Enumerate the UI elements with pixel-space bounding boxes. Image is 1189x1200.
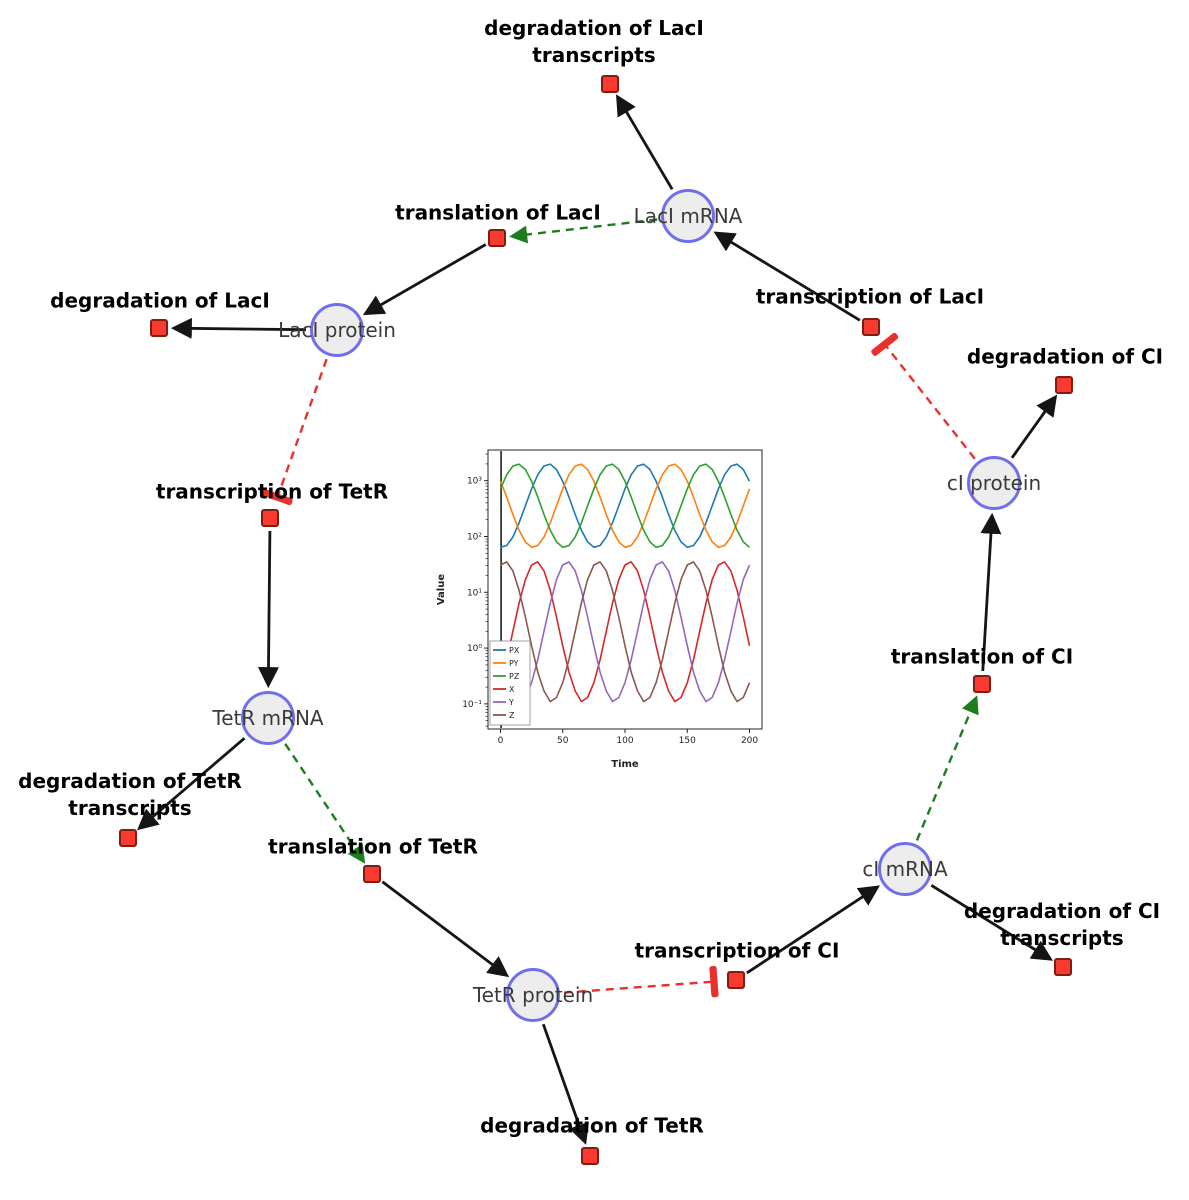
reaction-label-transcription_tetr: transcription of TetR	[156, 479, 388, 506]
reaction-label-line: translation of TetR	[268, 834, 478, 859]
reaction-label-line: degradation of CI	[963, 899, 1161, 923]
species-node-laci_mrna[interactable]	[661, 189, 715, 243]
reaction-node-translation_ci[interactable]	[973, 675, 991, 693]
x-tick-label: 50	[557, 736, 569, 746]
species-node-ci_protein[interactable]	[967, 456, 1021, 510]
reaction-label-line: transcripts	[532, 43, 656, 67]
reaction-label-deg_tetr: degradation of TetR	[480, 1113, 704, 1140]
series-line-PY	[499, 463, 751, 549]
reaction-label-deg_laci: degradation of LacI	[50, 288, 270, 315]
reaction-label-line: translation of LacI	[395, 200, 601, 225]
reaction-label-transcription_laci: transcription of LacI	[756, 284, 984, 311]
x-tick-label: 200	[741, 736, 758, 746]
reaction-label-line: degradation of LacI	[484, 16, 704, 40]
species-node-ci_mrna[interactable]	[878, 842, 932, 896]
reaction-label-translation_ci: translation of CI	[891, 644, 1073, 671]
y-tick-label: 10⁻¹	[462, 700, 482, 710]
legend-label-PX: PX	[509, 646, 520, 655]
reaction-label-line: transcripts	[1000, 926, 1124, 950]
reaction-node-deg_laci_transcripts[interactable]	[601, 75, 619, 93]
species-label-laci_mrna: LacI mRNA	[633, 204, 743, 228]
reaction-label-line: transcripts	[68, 796, 192, 820]
species-node-laci_protein[interactable]	[310, 303, 364, 357]
x-tick-label: 0	[498, 736, 504, 746]
series-line-PX	[500, 463, 751, 549]
species-label-ci_protein: cI protein	[946, 471, 1042, 495]
reaction-node-translation_tetr[interactable]	[363, 865, 381, 883]
reaction-label-line: transcription of TetR	[155, 479, 389, 504]
reaction-label-line: degradation of LacI	[50, 288, 270, 313]
reaction-label-deg_ci_transcripts: degradation of CI transcripts	[964, 898, 1160, 952]
reaction-node-deg_laci[interactable]	[150, 319, 168, 337]
legend-label-X: X	[509, 685, 515, 694]
series-line-PZ	[499, 463, 751, 549]
y-axis-label: Value	[436, 574, 447, 605]
reaction-label-line: translation of CI	[890, 644, 1074, 669]
y-tick-label: 10⁰	[467, 644, 482, 654]
reaction-node-transcription_tetr[interactable]	[261, 509, 279, 527]
reaction-node-transcription_laci[interactable]	[862, 318, 880, 336]
legend-label-PY: PY	[509, 659, 519, 668]
legend-box	[489, 640, 531, 726]
reaction-node-deg_tetr[interactable]	[581, 1147, 599, 1165]
reaction-node-translation_laci[interactable]	[488, 229, 506, 247]
reaction-label-line: transcription of LacI	[755, 284, 985, 309]
reaction-label-line: degradation of TetR	[18, 769, 242, 793]
reaction-node-deg_tetr_transcripts[interactable]	[119, 829, 137, 847]
y-tick-label: 10³	[467, 477, 482, 487]
legend-label-PZ: PZ	[509, 672, 520, 681]
reaction-label-translation_laci: translation of LacI	[395, 200, 601, 227]
reaction-label-line: degradation of CI	[966, 344, 1164, 369]
reaction-label-line: transcription of CI	[634, 938, 840, 963]
reaction-node-transcription_ci[interactable]	[727, 971, 745, 989]
y-tick-label: 10¹	[467, 588, 482, 598]
reaction-node-deg_ci[interactable]	[1055, 376, 1073, 394]
series-line-Z	[500, 561, 751, 703]
species-node-tetr_protein[interactable]	[506, 968, 560, 1022]
series-line-X	[499, 561, 751, 703]
reaction-label-deg_ci: degradation of CI	[967, 344, 1163, 371]
reaction-label-deg_tetr_transcripts: degradation of TetR transcripts	[18, 768, 242, 822]
x-tick-label: 100	[616, 736, 633, 746]
reaction-label-deg_laci_transcripts: degradation of LacI transcripts	[484, 15, 704, 69]
series-line-Y	[499, 561, 751, 703]
reaction-label-line: degradation of TetR	[480, 1113, 704, 1138]
legend-label-Y: Y	[508, 698, 514, 707]
species-label-tetr_protein: TetR protein	[472, 983, 594, 1007]
species-label-ci_mrna: cI mRNA	[862, 857, 948, 881]
y-tick-label: 10²	[467, 532, 482, 542]
x-tick-label: 150	[679, 736, 696, 746]
legend-label-Z: Z	[509, 711, 515, 720]
species-node-tetr_mrna[interactable]	[241, 691, 295, 745]
reaction-label-transcription_ci: transcription of CI	[635, 938, 840, 965]
reaction-node-deg_ci_transcripts[interactable]	[1054, 958, 1072, 976]
species-label-laci_protein: LacI protein	[278, 318, 396, 342]
reaction-label-translation_tetr: translation of TetR	[268, 834, 478, 861]
species-label-tetr_mrna: TetR mRNA	[212, 706, 324, 730]
x-axis-label: Time	[611, 759, 639, 770]
